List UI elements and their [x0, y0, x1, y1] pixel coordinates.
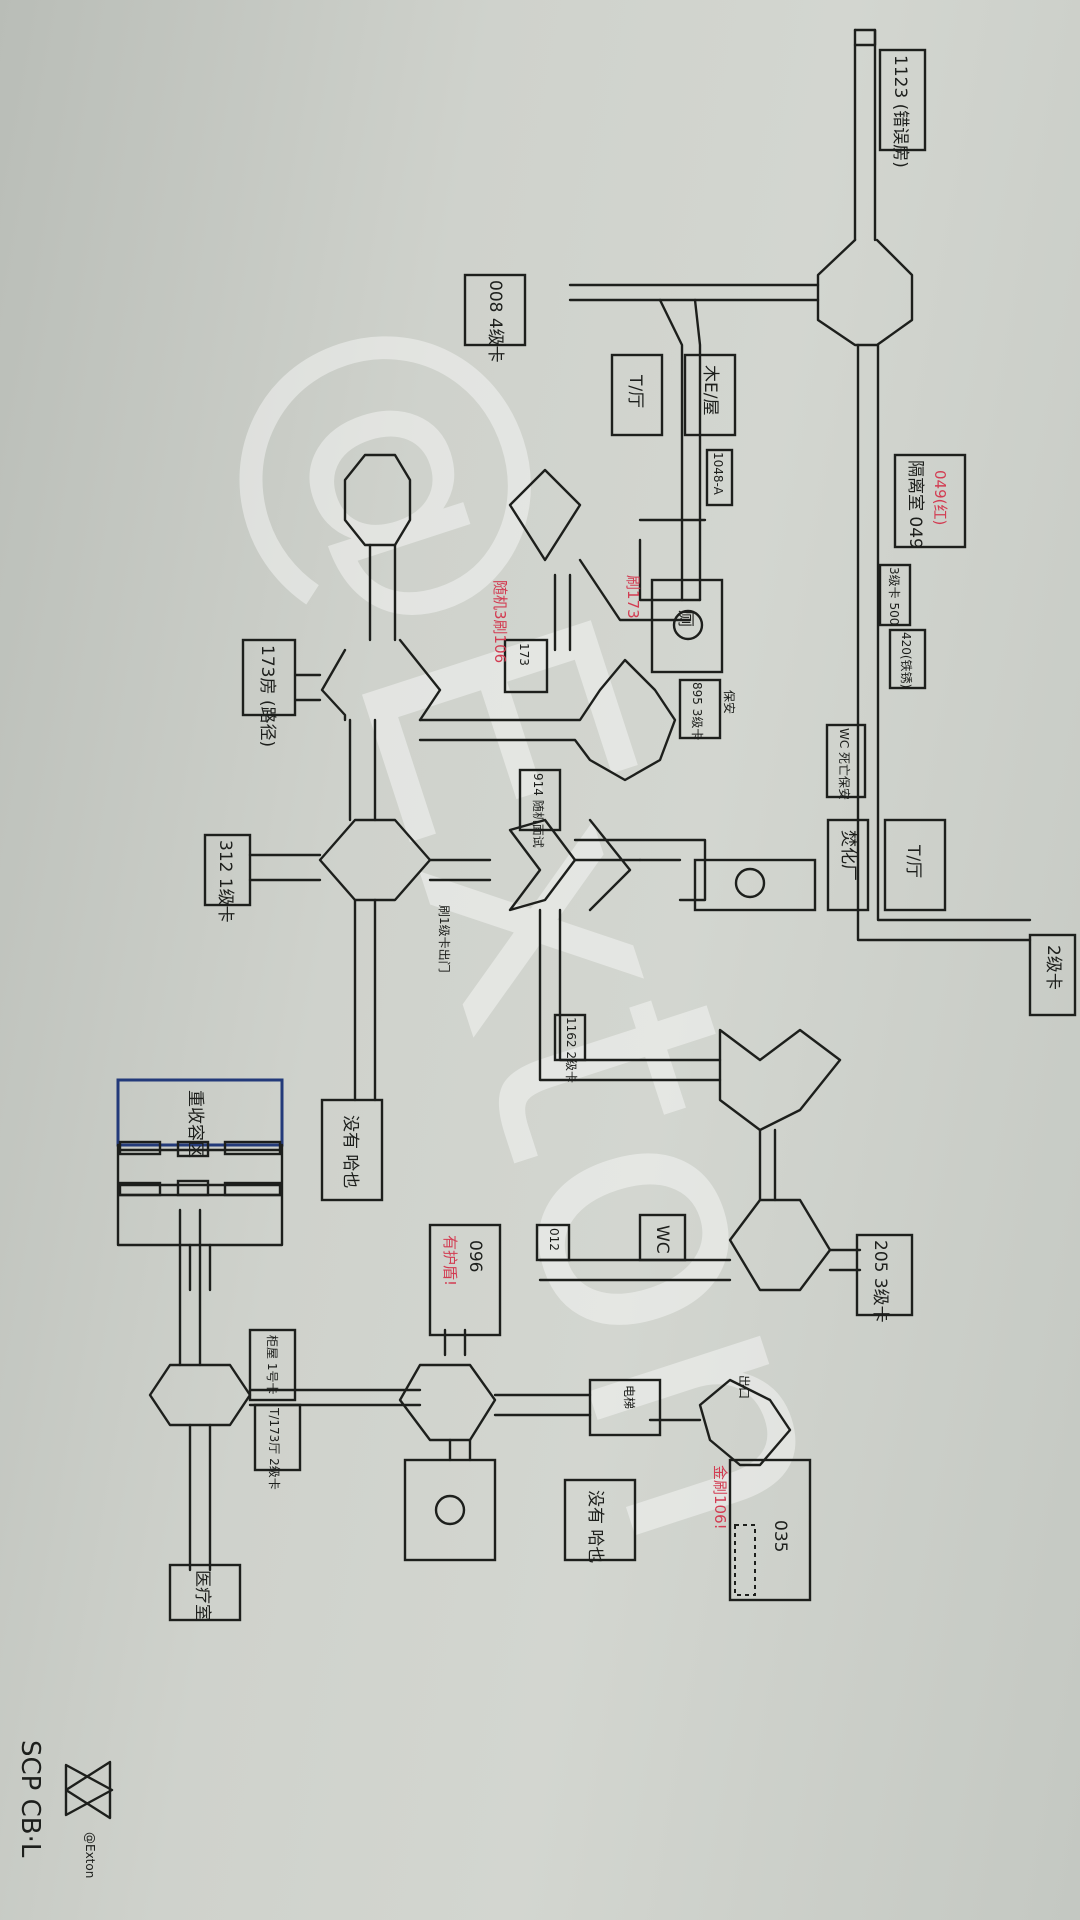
label-card2: 2级卡 — [1043, 945, 1063, 990]
room-173 — [241, 638, 297, 717]
room-nothing-1 — [320, 1098, 384, 1202]
toilet-icon — [734, 867, 766, 899]
room-096 — [428, 1223, 502, 1337]
label-914: 914 随机面试 — [531, 773, 546, 848]
label-1123: 1123 (错误房) — [890, 55, 910, 168]
room-1048 — [705, 448, 734, 507]
label-cabinet: 柜屋 1号卡 — [265, 1335, 279, 1394]
toilet-icon — [434, 1494, 466, 1526]
label-106-note: 刷173 — [624, 575, 642, 619]
room-toilet-2 — [693, 858, 817, 912]
label-hall-173: T/173厅 2级卡 — [267, 1407, 281, 1490]
room-173-box — [503, 638, 549, 694]
label-exit-note: 刷1级卡出门 — [437, 905, 452, 973]
room-wc-right — [825, 723, 867, 799]
label-035: 035 — [770, 1520, 790, 1552]
room-toilet-3 — [403, 1458, 497, 1562]
label-173-box: 173 — [517, 643, 531, 666]
heavy-containment-zone — [116, 1078, 284, 1147]
label-medical: 医疗室 — [192, 1570, 212, 1621]
room-cabinet — [248, 1328, 297, 1402]
room-012 — [535, 1223, 571, 1262]
label-misc-note: 出口 — [737, 1375, 751, 1399]
label-elevator: 电梯 — [622, 1385, 636, 1409]
star-logo-icon — [64, 1760, 114, 1820]
signature-block: SCP CB·L @Exton — [15, 1740, 114, 1878]
label-895-note: 保安 — [722, 690, 737, 714]
room-895 — [678, 678, 722, 740]
label-035-note: 金刷106! — [711, 1465, 729, 1530]
room-wood — [683, 353, 737, 437]
room-312 — [203, 833, 252, 907]
label-012: 012 — [547, 1228, 561, 1251]
room-914 — [518, 768, 562, 832]
label-049: 隔离室 049 — [905, 460, 925, 549]
label-049-note: 049(红) — [931, 470, 949, 525]
label-096-note: 有护盾! — [441, 1235, 459, 1286]
room-hall-173 — [253, 1403, 302, 1472]
label-wc-mid: WC — [652, 1225, 672, 1254]
label-nothing-1: 没有 哈也 — [340, 1115, 360, 1188]
room-incinerator — [826, 818, 870, 912]
title-text: SCP CB·L — [15, 1740, 45, 1858]
label-nothing-2: 没有 哈也 — [585, 1490, 605, 1563]
label-500: 3级卡 500 — [887, 567, 901, 625]
label-312: 312 1级卡 — [215, 840, 235, 923]
room-205 — [855, 1233, 914, 1317]
label-895: 895 3级卡 — [690, 682, 704, 740]
signature-text: @Exton — [83, 1832, 97, 1878]
rooms — [116, 48, 1077, 1622]
label-420: 420(铁锈) — [899, 632, 913, 688]
label-wc-right: WC 死亡保安 — [837, 728, 852, 800]
label-096: 096 — [465, 1240, 485, 1272]
room-toilet — [650, 578, 724, 674]
label-205: 205 3级卡 — [870, 1240, 890, 1323]
label-173: 173房 (路径) — [257, 645, 277, 747]
toilet-icon — [672, 609, 704, 641]
room-hall-right — [883, 818, 947, 912]
room-1162 — [553, 1013, 587, 1062]
label-hall-right: T/厅 — [903, 844, 923, 878]
room-049 — [893, 453, 967, 549]
room-420 — [888, 628, 927, 690]
room-medical — [168, 1563, 242, 1622]
room-card2 — [1028, 933, 1077, 1017]
room-elevator — [588, 1378, 662, 1437]
room-nothing-2 — [563, 1478, 637, 1562]
label-incinerator: 焚化厂 — [838, 830, 858, 881]
label-toilet: 厕 — [675, 610, 695, 627]
room-wc-mid — [638, 1213, 687, 1262]
label-wood-room: 木E/屋 — [700, 365, 720, 415]
label-1048: 1048-A — [711, 452, 725, 496]
corridors — [148, 28, 1032, 1572]
watermark: @Exton — [176, 255, 935, 1586]
label-heavy: 重收容区 — [185, 1090, 205, 1158]
room-035 — [728, 1458, 812, 1602]
label-173-note: 随机3刷106 — [491, 580, 509, 663]
label-1162: 1162 2级卡 — [564, 1017, 578, 1083]
label-008: 008 4级卡 — [485, 280, 505, 363]
room-500 — [878, 563, 912, 627]
room-1123 — [878, 48, 927, 152]
room-hall-top — [610, 353, 664, 437]
label-hall-top: T/厅 — [625, 374, 645, 408]
labels: 1123 (错误房) 008 4级卡 T/厅 木E/屋 1048-A 厕 895… — [185, 55, 1063, 1621]
room-008 — [463, 273, 527, 347]
